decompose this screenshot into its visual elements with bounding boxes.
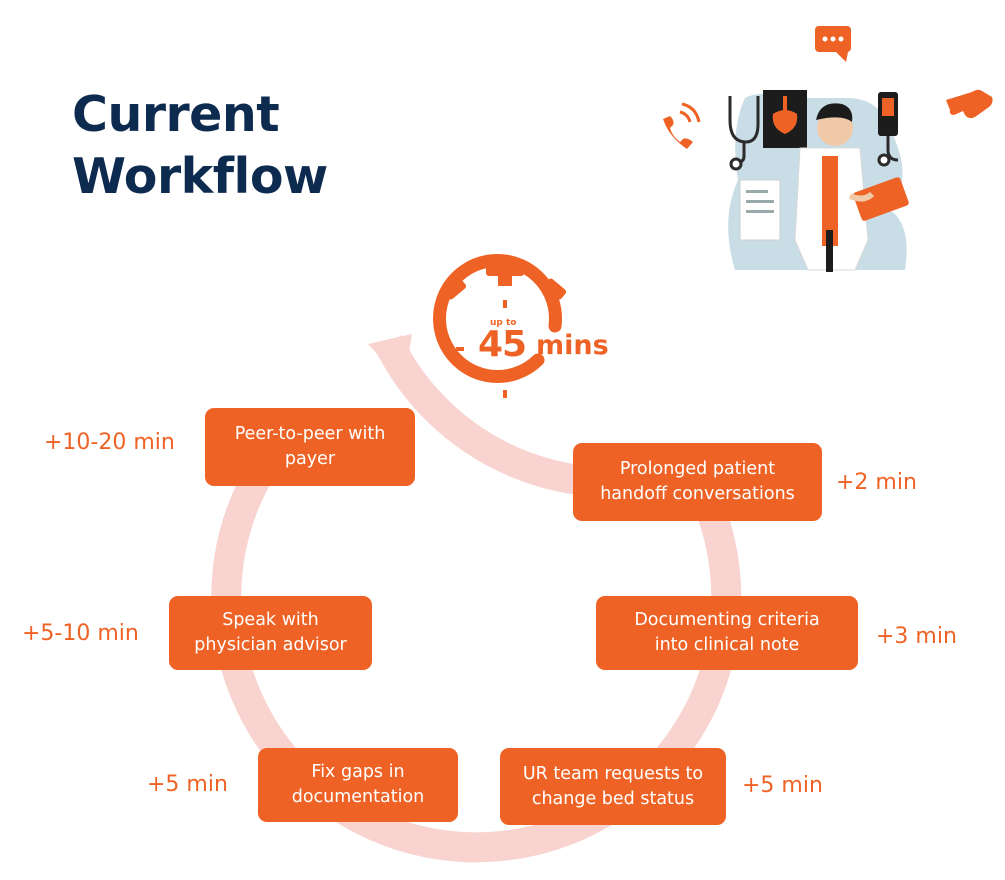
step-peer-line2: payer	[284, 449, 336, 469]
doctor-icon	[794, 103, 909, 272]
document-icon	[739, 179, 781, 241]
timer-prefix: up to	[490, 318, 517, 328]
duration-physician-advisor: +5-10 min	[22, 621, 139, 646]
step-handoff-line2: handoff conversations	[600, 484, 795, 504]
step-bed-status: UR team requests to change bed status	[500, 748, 726, 825]
monitor-icon	[877, 92, 899, 167]
step-fix-gaps: Fix gaps in documentation	[258, 748, 458, 822]
title-line-1: Current	[72, 86, 280, 143]
timer-unit: mins	[536, 330, 609, 361]
step-bed-line1: UR team requests to	[522, 763, 704, 784]
step-criteria-line2: into clinical note	[654, 635, 800, 655]
step-peer-line1: Peer-to-peer with	[234, 424, 386, 444]
duration-handoff: +2 min	[836, 470, 917, 495]
duration-peer-to-peer: +10-20 min	[44, 430, 175, 455]
duration-fix-gaps: +5 min	[147, 772, 228, 797]
step-documenting-criteria: Documenting criteria into clinical note	[596, 596, 858, 670]
chat-bubble-icon	[815, 26, 851, 62]
step-gaps-line1: Fix gaps in	[311, 762, 405, 782]
step-handoff-line1: Prolonged patient	[619, 459, 776, 479]
page-title: Current Workflow	[72, 84, 328, 208]
phone-icon	[663, 102, 701, 149]
step-handoff: Prolonged patient handoff conversations	[573, 443, 822, 521]
step-bed-line2: change bed status	[531, 788, 695, 809]
stethoscope-icon	[728, 96, 760, 171]
step-advisor-line2: physician advisor	[194, 635, 347, 655]
duration-documenting-criteria: +3 min	[876, 624, 957, 649]
pointing-hand-icon	[946, 89, 993, 119]
step-advisor-line1: Speak with	[222, 610, 319, 630]
timer-value: 45	[478, 324, 527, 365]
step-physician-advisor: Speak with physician advisor	[169, 596, 372, 670]
xray-icon	[763, 90, 807, 148]
duration-bed-status: +5 min	[742, 773, 823, 798]
step-peer-to-peer: Peer-to-peer with payer	[205, 408, 415, 486]
step-criteria-line1: Documenting criteria	[634, 610, 820, 630]
title-line-2: Workflow	[72, 148, 328, 205]
ring-arrowhead	[368, 334, 412, 384]
doctor-illustration	[663, 26, 993, 272]
step-gaps-line2: documentation	[291, 787, 425, 807]
